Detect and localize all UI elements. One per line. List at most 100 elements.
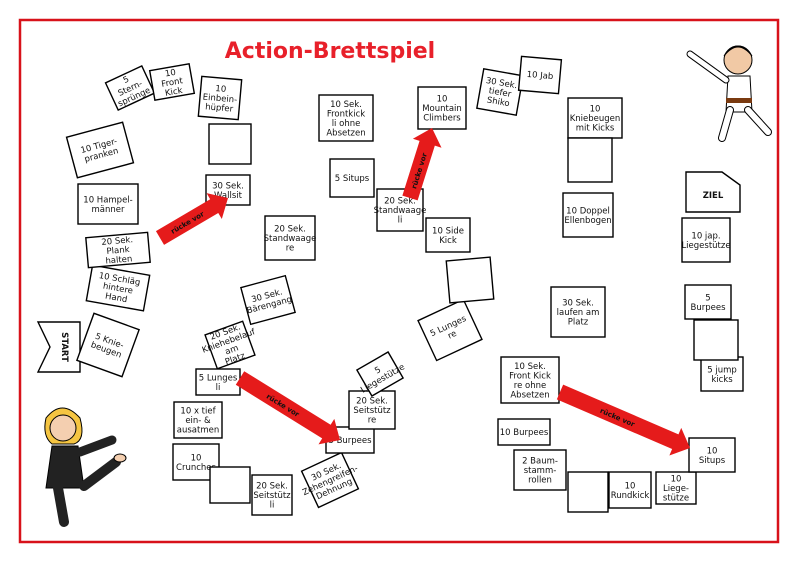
square-tile bbox=[204, 320, 256, 370]
square-tile bbox=[693, 319, 739, 361]
board-frame bbox=[18, 18, 780, 544]
square-tile bbox=[348, 390, 396, 430]
square-label: 20 Sek.Plankhalten bbox=[101, 235, 135, 267]
square-tile bbox=[476, 68, 524, 116]
karate-girl-illustration bbox=[44, 407, 127, 527]
square-label: 10 jap.Liegestütze bbox=[681, 231, 730, 251]
square-label: gehe 3Felderzurück bbox=[456, 268, 485, 294]
board-square: 10 Burpees bbox=[497, 418, 551, 446]
square-tile bbox=[550, 286, 606, 338]
square-tile bbox=[425, 217, 471, 253]
start-label: START bbox=[59, 332, 69, 362]
square-tile bbox=[567, 97, 623, 139]
board-square: 5 Knie-beugen bbox=[75, 312, 141, 378]
board-square: 10 Hampel-männer bbox=[77, 183, 139, 225]
advance-arrow: rücke vor bbox=[556, 384, 691, 456]
page-title: Action-Brettspiel bbox=[225, 39, 435, 64]
square-tile bbox=[85, 264, 151, 312]
square-label: 30 Sek.tieferShiko bbox=[482, 76, 518, 110]
arrow-shape bbox=[155, 193, 228, 245]
arrow-shape bbox=[556, 384, 691, 456]
square-tile bbox=[376, 188, 424, 232]
square-tile bbox=[75, 312, 141, 378]
board-square: 20 Sek.KniehebelaufamPlatz bbox=[198, 318, 264, 374]
arrow-shape bbox=[235, 371, 341, 445]
karate-boy-illustration bbox=[686, 45, 772, 142]
arrow-shape bbox=[402, 128, 442, 201]
goal-banner bbox=[685, 171, 741, 213]
board-square: 30 Sek.tieferShiko bbox=[476, 68, 524, 116]
square-tile bbox=[684, 284, 732, 320]
square-tile bbox=[197, 75, 243, 121]
square-label: 30 Sek.Wallsit bbox=[212, 181, 244, 201]
square-tile bbox=[173, 401, 223, 439]
square-label: 10 Hampel-männer bbox=[83, 195, 132, 215]
square-label: 2 Baum-stamm-rollen bbox=[522, 457, 558, 486]
board-square: 10 Jab bbox=[517, 55, 563, 95]
square-tile bbox=[240, 274, 296, 326]
square-label: 10 SchläghintereHand bbox=[95, 271, 141, 307]
square-tile bbox=[608, 471, 652, 509]
square-tile bbox=[85, 231, 151, 269]
board-square: 5Stern-sprünge bbox=[104, 65, 156, 111]
square-tile bbox=[148, 62, 196, 102]
square-tile bbox=[329, 158, 375, 198]
board-square: 10Einbein-hüpfer bbox=[197, 75, 243, 121]
square-tile bbox=[300, 451, 360, 509]
square-label: 10 Jab bbox=[526, 70, 553, 82]
board-square: 2 Baum-stamm-rollen bbox=[513, 449, 567, 491]
square-label: 5 Burpees bbox=[328, 436, 372, 446]
square-tile bbox=[655, 471, 697, 505]
square-tile bbox=[417, 298, 483, 362]
board-square: 30 Sek.Bärengang bbox=[240, 274, 296, 326]
square-label: 10Einbein-hüpfer bbox=[201, 83, 238, 115]
square-tile bbox=[264, 215, 316, 261]
board-square: 10FrontKick bbox=[148, 62, 196, 102]
board-square: 10 jap.Liegestütze bbox=[681, 217, 731, 263]
board-square: 5 Situps bbox=[329, 158, 375, 198]
goal-label: ZIEL bbox=[703, 191, 724, 201]
square-label: 5 Situps bbox=[335, 174, 370, 184]
square-tile bbox=[318, 94, 374, 142]
square-tile bbox=[445, 256, 495, 304]
square-tile bbox=[497, 418, 551, 446]
square-tile bbox=[513, 449, 567, 491]
square-tile bbox=[688, 437, 736, 473]
square-tile bbox=[209, 466, 251, 504]
square-label: 10 Burpees bbox=[500, 428, 549, 438]
square-tile bbox=[517, 55, 563, 95]
square-label: 20 Sek.KniehebelaufamPlatz bbox=[198, 318, 264, 374]
